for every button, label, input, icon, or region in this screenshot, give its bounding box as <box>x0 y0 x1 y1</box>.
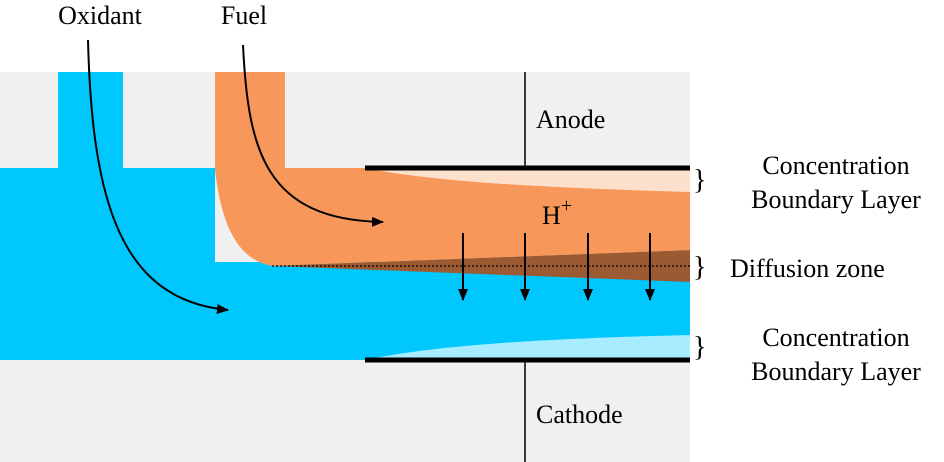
bottom-layer-label-line2: Boundary Layer <box>751 357 921 386</box>
bottom-layer-label-line1: Concentration <box>762 323 909 352</box>
oxidant-stream <box>0 72 215 360</box>
diffusion-zone-brace: } <box>693 252 706 283</box>
top-concentration-boundary-layer <box>365 168 690 192</box>
cathode-label: Cathode <box>536 400 623 429</box>
top-layer-label-line1: Concentration <box>762 151 909 180</box>
fuel-label: Fuel <box>221 1 267 30</box>
anode-label: Anode <box>536 105 605 134</box>
oxidant-flow-arrow <box>87 39 229 314</box>
oxidant-label: Oxidant <box>58 1 143 30</box>
bottom-layer-brace: } <box>693 332 706 363</box>
bottom-concentration-boundary-layer <box>365 335 690 360</box>
proton-label-sup: + <box>561 195 572 217</box>
oxidant-channel-stream <box>215 262 690 360</box>
proton-label-base: H <box>542 201 561 230</box>
proton-label: H+ <box>542 195 572 230</box>
diffusion-zone-label: Diffusion zone <box>730 254 885 283</box>
top-layer-brace: } <box>693 165 706 196</box>
fuel-flow-arrow <box>242 44 384 227</box>
top-layer-label-line2: Boundary Layer <box>751 185 921 214</box>
